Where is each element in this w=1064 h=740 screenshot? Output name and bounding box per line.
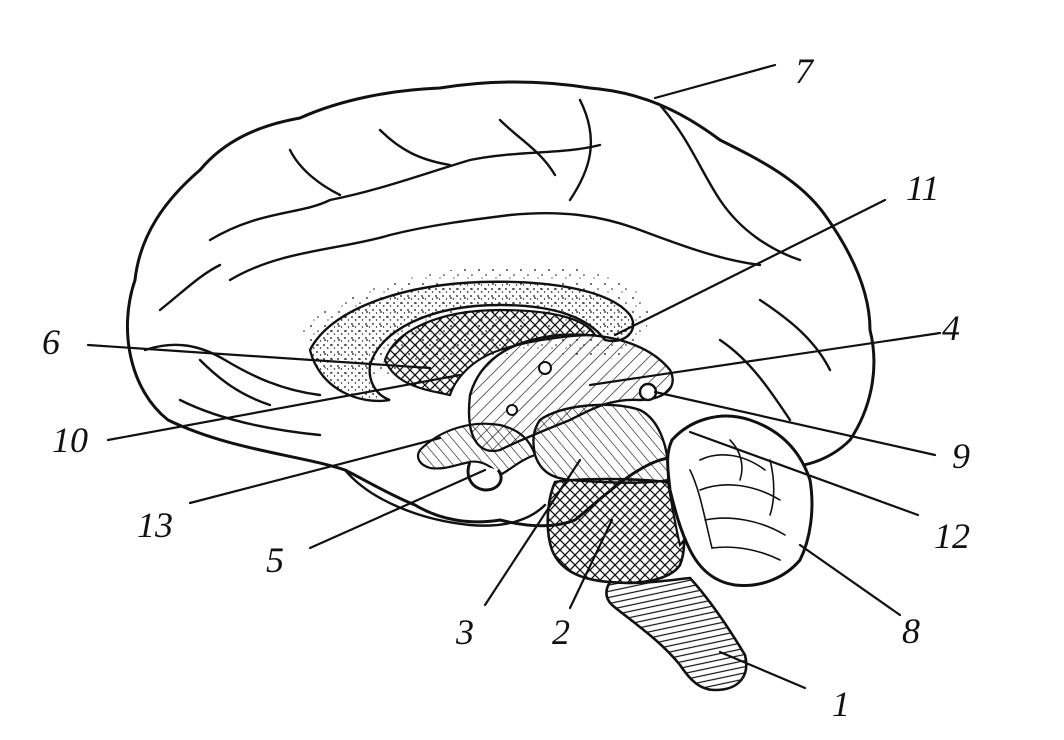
corpus-callosum (308, 280, 635, 403)
leader-7 (653, 63, 777, 100)
interthalamic-dot (538, 361, 552, 375)
sulcus-8 (378, 128, 452, 167)
leader-11 (613, 198, 887, 337)
sulcus-3 (158, 263, 222, 312)
label-7: 7 (795, 51, 815, 91)
leader-12 (688, 430, 920, 517)
sulcus-9 (288, 148, 342, 197)
label-2: 2 (552, 612, 570, 652)
arbor-vitae-1 (699, 454, 766, 471)
label-13: 13 (137, 505, 173, 545)
leader-3 (483, 458, 582, 607)
sulcus-6 (658, 103, 802, 262)
label-5: 5 (266, 540, 284, 580)
sulcus-11 (718, 338, 792, 422)
sulcus-4 (143, 343, 322, 397)
leader-9 (653, 390, 937, 457)
label-8: 8 (902, 611, 920, 651)
arbor-vitae-3 (704, 517, 786, 536)
medulla-oblongata (605, 576, 748, 692)
sulcus-12 (178, 398, 322, 437)
leader-10 (106, 373, 462, 442)
label-10: 10 (52, 420, 88, 460)
label-3: 3 (455, 612, 474, 652)
sulcus-13 (198, 358, 272, 407)
leader-6 (86, 343, 432, 370)
label-1: 1 (832, 684, 850, 724)
arbor-vitae-6 (729, 439, 743, 481)
leader-5 (308, 468, 487, 550)
sulcus-5 (568, 98, 593, 202)
pons (546, 477, 686, 585)
label-6: 6 (42, 322, 60, 362)
arbor-vitae-4 (711, 546, 781, 561)
sulcus-7 (498, 118, 557, 177)
label-12: 12 (934, 516, 970, 556)
pituitary-stalk (466, 461, 503, 492)
leader-8 (798, 543, 902, 617)
leader-2 (568, 518, 614, 610)
foramen-dot (506, 404, 518, 416)
label-9: 9 (952, 436, 970, 476)
leader-4 (588, 331, 942, 387)
arbor-vitae-7 (769, 459, 775, 516)
midbrain (532, 403, 670, 484)
temporal-pole (343, 468, 547, 527)
label-11: 11 (906, 168, 939, 208)
label-4: 4 (942, 308, 960, 348)
leader-1 (718, 650, 807, 690)
arbor-vitae-2 (699, 484, 781, 501)
sulcus-2 (228, 211, 762, 282)
pineal-gland (638, 382, 658, 402)
arbor-vitae-5 (689, 469, 713, 549)
sulcus-10 (758, 298, 832, 372)
leader-13 (188, 436, 442, 505)
